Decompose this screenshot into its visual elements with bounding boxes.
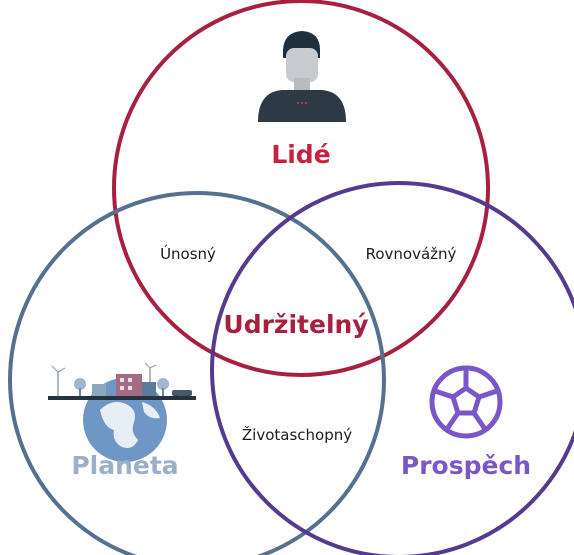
overlap-planet-profit: Životaschopný xyxy=(242,425,352,444)
person-icon xyxy=(258,31,346,122)
planet-city-icon xyxy=(48,362,196,462)
profit-label: Prospěch xyxy=(401,451,531,480)
overlap-people-planet: Únosný xyxy=(160,244,216,263)
planet-circle xyxy=(8,191,386,555)
planet-label: Planeta xyxy=(71,451,178,480)
soccer-ball-icon xyxy=(429,365,503,439)
people-label: Lidé xyxy=(271,140,330,169)
center-label: Udržitelný xyxy=(223,310,368,339)
profit-circle xyxy=(210,181,574,555)
people-circle xyxy=(112,0,490,377)
overlap-people-profit: Rovnovážný xyxy=(366,245,457,263)
